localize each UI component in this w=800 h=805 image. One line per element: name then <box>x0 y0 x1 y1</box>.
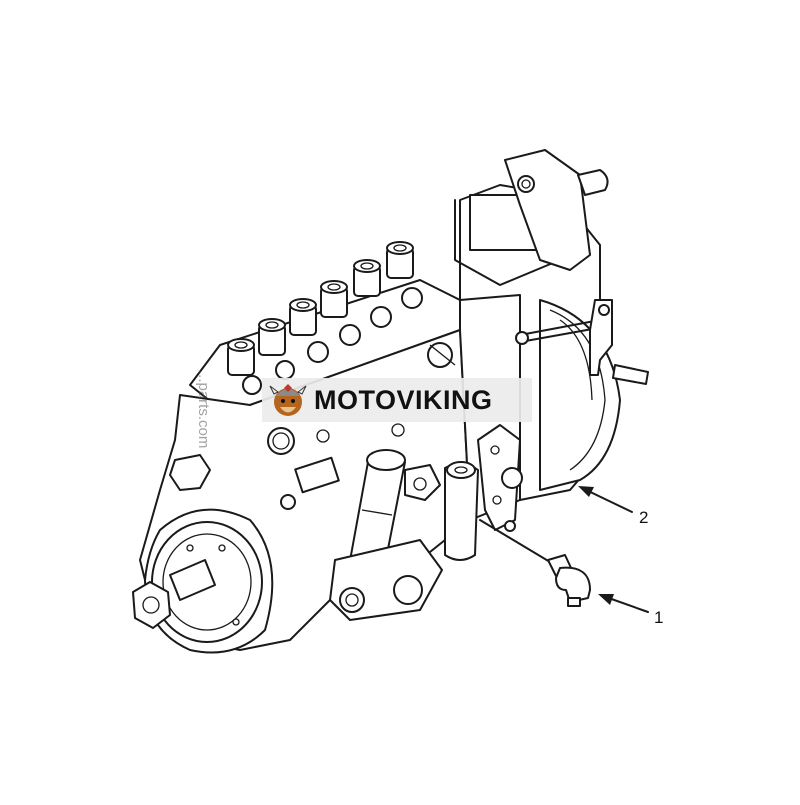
name-plate <box>294 456 340 494</box>
flange-bolt <box>517 175 535 193</box>
feed-pump-assembly <box>329 449 443 621</box>
delivery-valve-2 <box>258 318 286 356</box>
delivery-valve-1 <box>227 338 255 376</box>
callout-2-arrowhead <box>578 486 594 497</box>
callout-2: 2 <box>578 486 648 527</box>
delivery-valves <box>227 241 414 376</box>
brand-name: MOTOVIKING <box>314 384 493 415</box>
delivery-valve-4 <box>320 280 348 318</box>
side-bolt <box>169 454 211 491</box>
holddown-nuts <box>242 287 423 395</box>
drive-flange <box>132 508 274 654</box>
callout-1-label: 1 <box>654 608 663 627</box>
front-plug <box>267 427 295 455</box>
callout-2-label: 2 <box>639 508 648 527</box>
delivery-valve-3 <box>289 298 317 336</box>
delivery-valve-6 <box>386 241 414 279</box>
viking-logo-icon <box>269 384 307 416</box>
lever-bracket <box>589 299 613 376</box>
elbow-fitting-part-1 <box>479 519 591 607</box>
rear-shaft <box>577 169 609 196</box>
drive-shaft-nut <box>132 581 171 629</box>
governor-bracket <box>477 424 521 531</box>
control-lever <box>519 319 601 336</box>
delivery-valve-5 <box>353 259 381 297</box>
side-watermark-text: ...parts.com <box>195 370 212 449</box>
callout-1-arrowhead <box>598 594 614 605</box>
brand-watermark: MOTOVIKING <box>262 378 532 422</box>
lever-bolt <box>612 364 649 385</box>
callout-1: 1 <box>598 594 663 627</box>
